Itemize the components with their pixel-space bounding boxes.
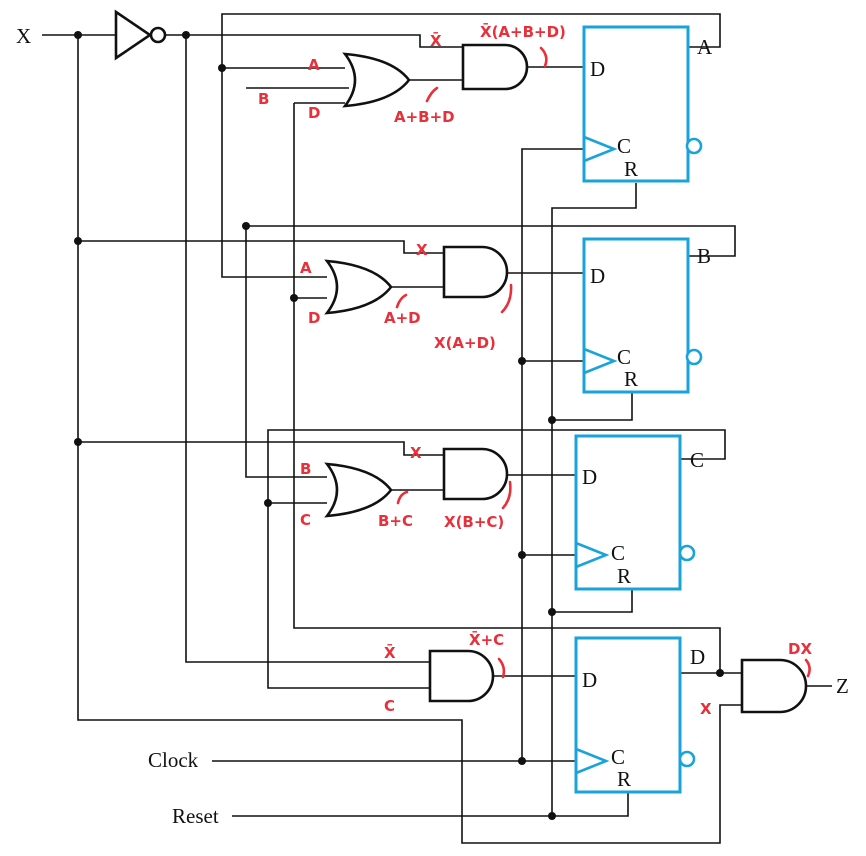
reset-label: Reset <box>172 804 219 828</box>
ff-a-c-label: C <box>617 134 631 158</box>
ff-d-c-label: C <box>611 745 625 769</box>
flip-flop-c: D C R C <box>574 434 704 591</box>
ff-a-name: A <box>697 35 713 59</box>
note-gate2-a: A <box>300 259 312 277</box>
note-gate1-xbar: X̄ <box>430 30 442 50</box>
ff-d-d-label: D <box>582 668 597 692</box>
output-z-label: Z <box>836 674 849 698</box>
input-x-label: X <box>16 24 31 48</box>
ff-b-d-label: D <box>590 264 605 288</box>
clock-label: Clock <box>148 748 199 772</box>
note-out-gate-out: DX <box>788 640 812 658</box>
flip-flop-a: D C R A <box>582 25 713 183</box>
ff-b-name: B <box>697 244 711 268</box>
ff-d-q-label: D <box>690 645 705 669</box>
note-gate2-x: X <box>416 241 428 259</box>
note-gate3-and-out: X(B+C) <box>444 513 504 531</box>
flip-flop-d: D C R D <box>574 636 705 794</box>
and-gate-2 <box>442 245 509 299</box>
flip-flop-b: D C R B <box>582 237 711 394</box>
note-out-gate-x: X <box>700 700 712 718</box>
ff-c-name: C <box>690 448 704 472</box>
note-gate1-and-out: X̄(A+B+D) <box>480 21 566 41</box>
note-gate3-x: X <box>410 444 422 462</box>
ff-b-c-label: C <box>617 345 631 369</box>
junction-dots <box>74 31 724 820</box>
note-gate2-or-out: A+D <box>384 309 421 327</box>
output-and-gate <box>740 658 808 714</box>
or-gate-3 <box>324 462 393 518</box>
ff-c-c-label: C <box>611 541 625 565</box>
note-gate1-or-out: A+B+D <box>394 108 455 126</box>
note-gate1-d: D <box>308 104 320 122</box>
ff-c-r-label: R <box>617 564 631 588</box>
note-gate3-b: B <box>300 460 311 478</box>
or-gate-1 <box>342 52 411 108</box>
not-gate <box>114 9 167 61</box>
and-gate-1 <box>461 43 529 91</box>
and-gate-3 <box>442 447 509 501</box>
note-gate4-out: X̄+C <box>469 629 504 649</box>
note-gate2-d: D <box>308 309 320 327</box>
or-gate-2 <box>324 259 393 315</box>
ff-a-d-label: D <box>590 57 605 81</box>
wires <box>42 13 832 844</box>
note-gate4-xbar: X̄ <box>384 642 396 662</box>
ff-b-r-label: R <box>624 367 638 391</box>
note-gate3-or-out: B+C <box>378 512 413 530</box>
and-gate-4 <box>428 649 495 703</box>
ff-a-r-label: R <box>624 157 638 181</box>
note-gate3-c: C <box>300 511 311 529</box>
note-gate4-c: C <box>384 697 395 715</box>
note-gate1-a: A <box>308 56 320 74</box>
note-gate2-and-out: X(A+D) <box>434 334 496 352</box>
ff-d-r-label: R <box>617 767 631 791</box>
ff-c-d-label: D <box>582 465 597 489</box>
note-gate1-b: B <box>258 90 269 108</box>
annotations: X̄ A B D A+B+D X̄(A+B+D) X A D A+D X(A+D… <box>258 21 812 718</box>
